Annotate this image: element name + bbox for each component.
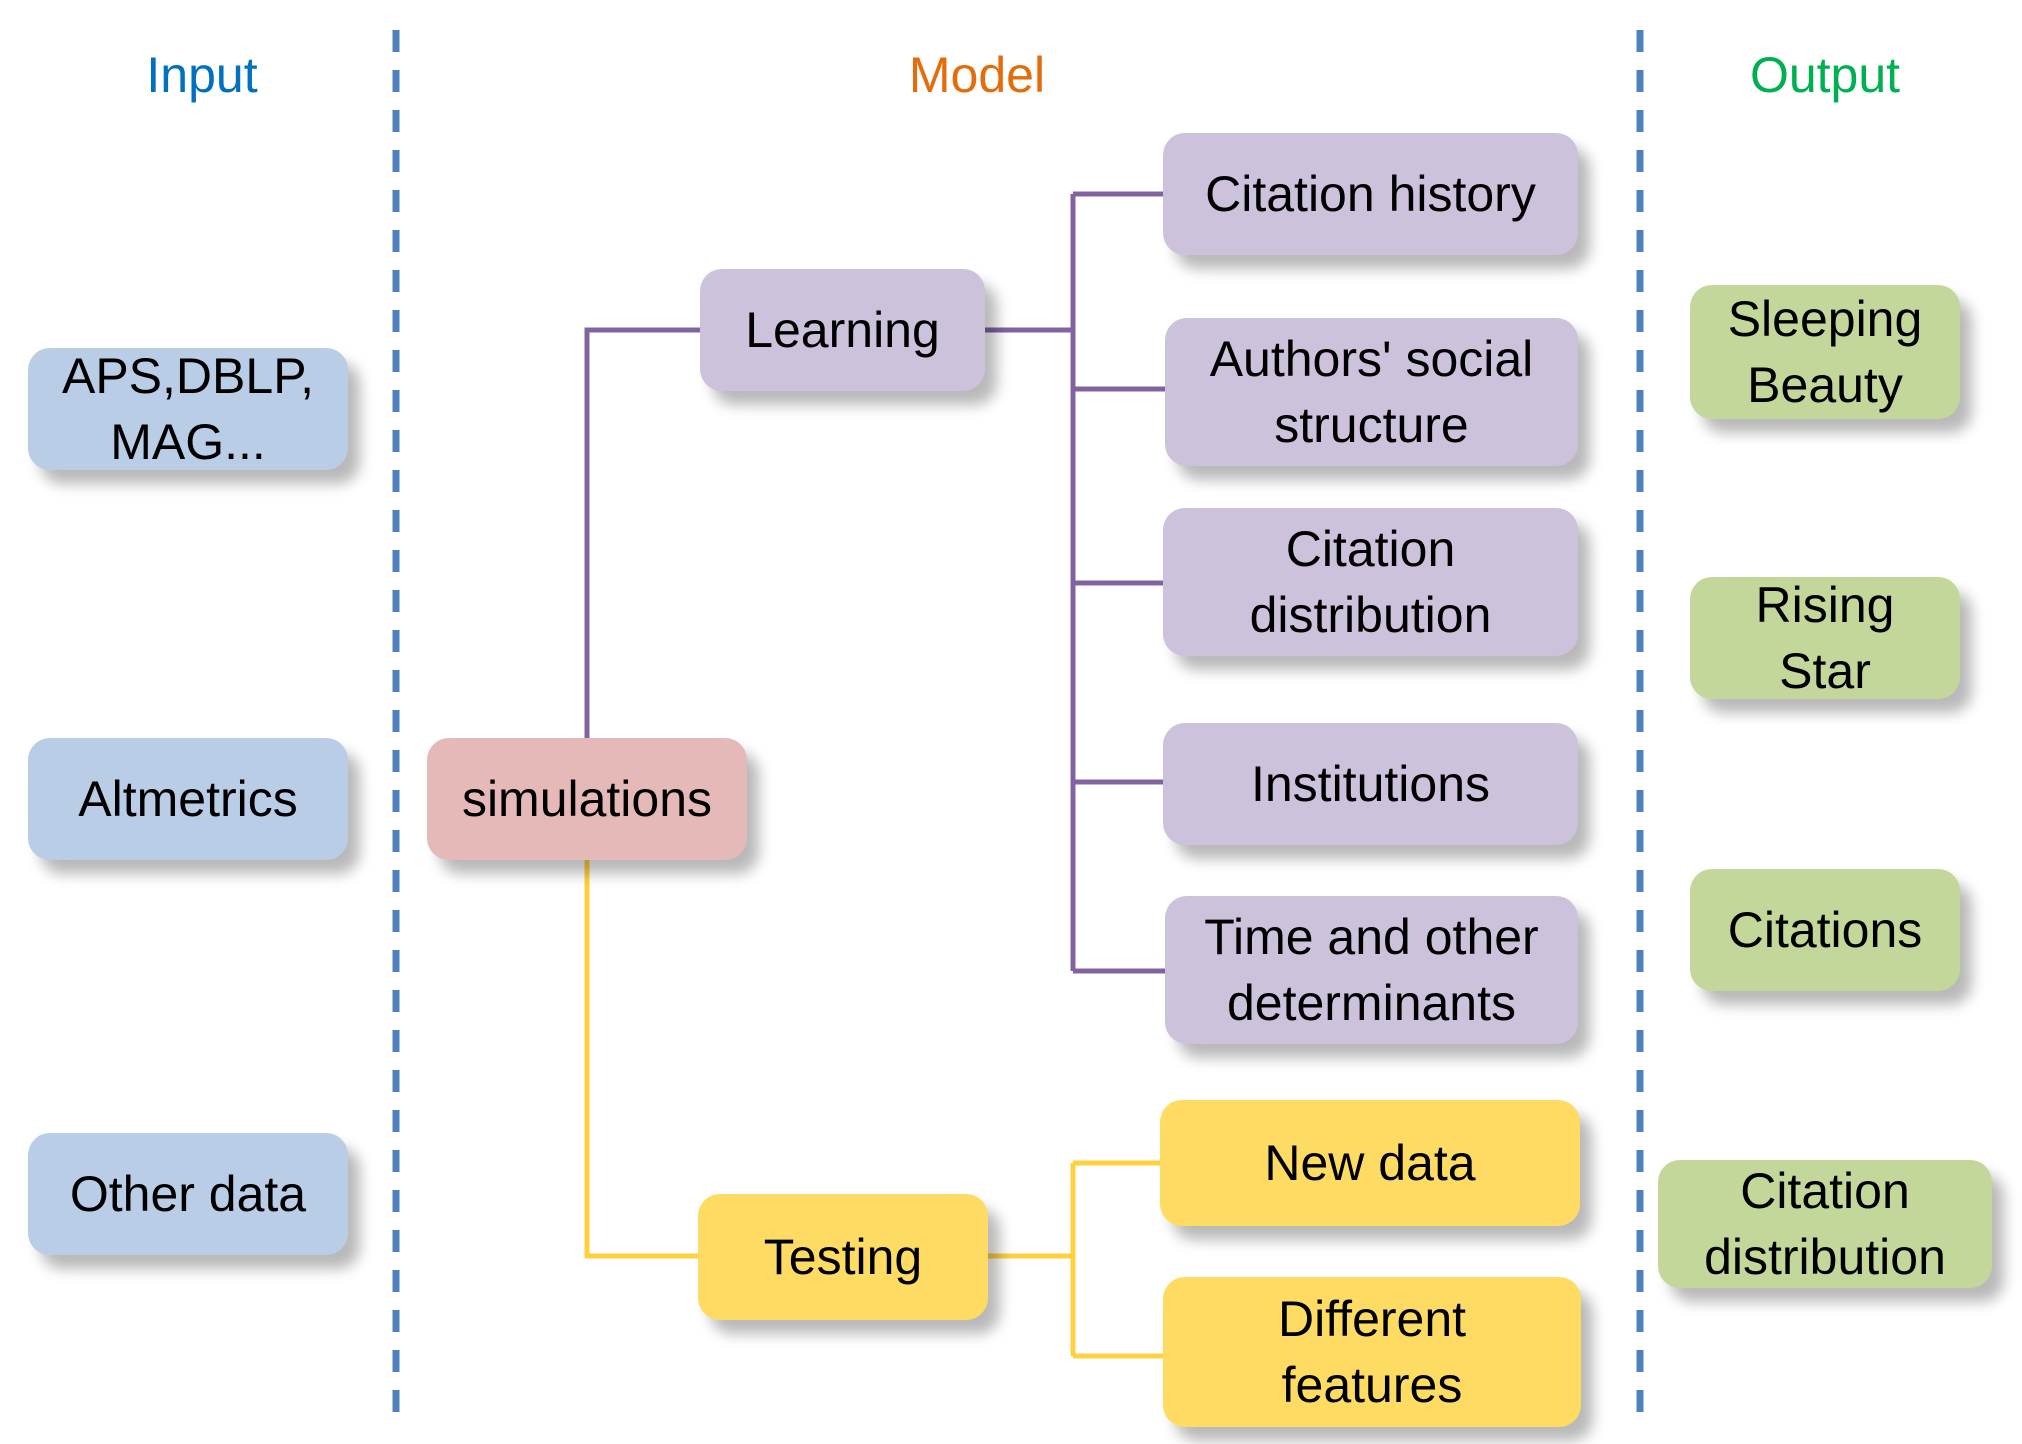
testing-child-new-data: New data	[1160, 1100, 1580, 1226]
output-citation-distribution: Citation distribution	[1658, 1160, 1992, 1288]
learning-child-time-and-other-determinants: Time and other determinants	[1165, 896, 1578, 1044]
output-sleeping-beauty: Sleeping Beauty	[1690, 285, 1960, 419]
root-simulations: simulations	[427, 738, 747, 860]
testing-child-different-features: Different features	[1163, 1277, 1581, 1427]
output-citations: Citations	[1690, 869, 1960, 991]
learning-child-institutions: Institutions	[1163, 723, 1578, 845]
testing-node: Testing	[698, 1194, 988, 1320]
learning-child-citation-distribution: Citation distribution	[1163, 508, 1578, 656]
learning-child-authors-social-structure: Authors' social structure	[1165, 318, 1578, 466]
testing-branch-lines	[584, 858, 1163, 1359]
header-model: Model	[908, 47, 1046, 103]
learning-branch-lines	[584, 191, 1165, 974]
header-output: Output	[1749, 47, 1901, 103]
input-altmetrics: Altmetrics	[28, 738, 348, 860]
header-input: Input	[146, 47, 258, 103]
root-to-learning-line	[584, 327, 700, 740]
learning-node: Learning	[700, 269, 985, 391]
output-rising-star: Rising Star	[1690, 577, 1960, 699]
learning-child-citation-history: Citation history	[1163, 133, 1578, 255]
root-to-testing-line	[584, 858, 698, 1259]
input-aps-dblp-mag: APS,DBLP, MAG...	[28, 348, 348, 470]
input-other-data: Other data	[28, 1133, 348, 1255]
